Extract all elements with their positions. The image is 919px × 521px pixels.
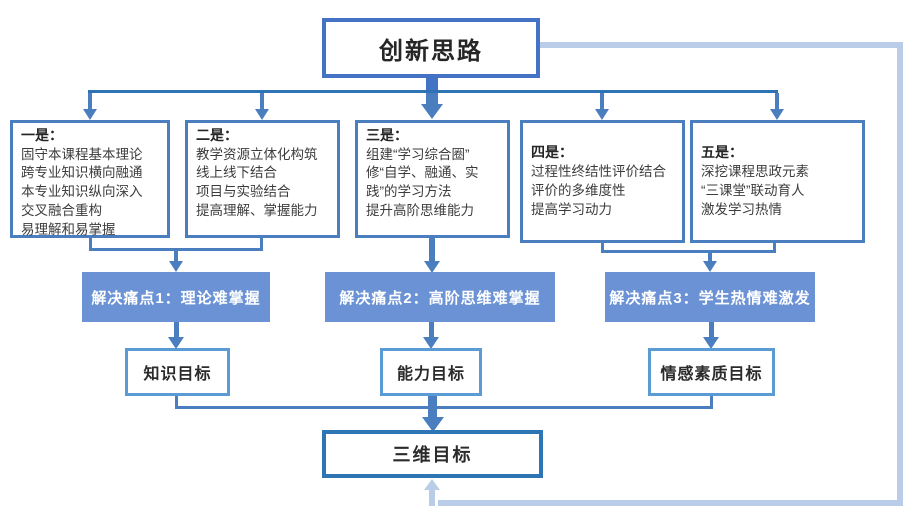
pain-point-box-2: 解决痛点2：高阶思维难掌握: [325, 272, 555, 322]
bracket-left-arrow-shaft: [174, 251, 178, 262]
pain-point-2-text: 解决痛点2：高阶思维难掌握: [339, 289, 541, 307]
strategy-5-line: 激发学习热情: [701, 201, 782, 217]
bracket-right-vert-2: [773, 242, 776, 253]
feedback-arrowhead-up: [424, 479, 440, 490]
strategy-3-title: 三是：: [366, 127, 408, 143]
pain-to-goal-arrowhead-3: [703, 337, 719, 349]
strategy-1-line: 易理解和易掌握: [21, 222, 116, 238]
bracket-right-arrowhead: [703, 261, 717, 272]
pain-to-goal-arrow-1-shaft: [174, 322, 179, 338]
branch-arrow-3-head: [421, 104, 443, 119]
strategy-4-line: 评价的多维度性: [531, 182, 626, 198]
feedback-line-top: [540, 42, 903, 48]
strategy-1-line: 固守本课程基本理论: [21, 146, 143, 162]
bracket-left-vert-1: [89, 237, 92, 251]
middle-arrow-shaft: [429, 238, 435, 262]
strategy-1-line: 本专业知识纵向深入: [21, 184, 143, 200]
title-text: 创新思路: [379, 37, 483, 65]
feedback-line-bottom: [438, 500, 903, 506]
title-box: 创新思路: [322, 18, 540, 78]
pain-to-goal-arrowhead-1: [168, 337, 184, 349]
strategy-1-line: 跨专业知识横向融通: [21, 165, 143, 181]
goal-elbow-right-vert: [710, 396, 713, 409]
goal-box-ability: 能力目标: [380, 348, 482, 396]
pain-point-3-text: 解决痛点3：学生热情难激发: [609, 289, 811, 307]
bracket-left-arrowhead: [169, 261, 183, 272]
strategy-2-line: 教学资源立体化构筑: [196, 146, 318, 162]
branch-arrow-5-head: [770, 109, 784, 120]
strategy-4-title: 四是：: [531, 144, 573, 161]
strategy-5-line: “三课堂”联动育人: [701, 182, 805, 198]
pain-point-1-text: 解决痛点1：理论难掌握: [91, 289, 261, 307]
goal-ability-text: 能力目标: [396, 366, 465, 383]
goal-elbow-left-vert: [175, 396, 178, 409]
strategy-2-line: 线上线下结合: [196, 165, 277, 181]
strategy-3-line: 提升高阶思维能力: [366, 203, 474, 219]
strategy-3-line: 组建“学习综合圈”: [366, 146, 470, 162]
middle-arrowhead: [424, 261, 440, 273]
pain-point-box-1: 解决痛点1：理论难掌握: [82, 272, 270, 322]
branch-arrow-1-head: [83, 109, 97, 120]
bracket-left-horizontal: [89, 248, 263, 251]
pain-to-goal-arrowhead-2: [423, 337, 439, 349]
strategy-2-line: 项目与实验结合: [196, 184, 291, 200]
branch-arrow-4-shaft: [600, 93, 604, 110]
final-arrow-shaft: [428, 396, 437, 418]
goal-box-knowledge: 知识目标: [125, 348, 230, 396]
bracket-right-arrow-shaft: [708, 253, 712, 262]
strategy-3-line: 修“自学、融通、实践”的学习方法: [366, 165, 479, 200]
strategy-box-3: 三是： 组建“学习综合圈” 修“自学、融通、实践”的学习方法 提升高阶思维能力: [355, 120, 510, 238]
strategy-4-line: 提高学习动力: [531, 201, 612, 217]
strategy-box-4: 四是： 过程性终结性评价结合 评价的多维度性 提高学习动力: [520, 120, 685, 243]
strategy-box-5: 五是： 深挖课程思政元素 “三课堂”联动育人 激发学习热情: [690, 120, 865, 243]
branch-arrow-3-shaft: [426, 93, 438, 105]
feedback-arrow-shaft: [429, 489, 435, 506]
feedback-line-right: [897, 42, 903, 506]
branch-arrow-5-shaft: [775, 93, 779, 110]
final-goal-box: 三维目标: [322, 430, 543, 478]
goal-box-emotion: 情感素质目标: [648, 348, 775, 396]
branch-horizontal-line: [88, 90, 778, 93]
branch-arrow-1-shaft: [88, 93, 92, 110]
final-arrowhead: [422, 417, 444, 432]
branch-arrow-2-shaft: [260, 93, 264, 110]
strategy-1-line: 交叉融合重构: [21, 203, 102, 219]
strategy-box-2: 二是： 教学资源立体化构筑 线上线下结合 项目与实验结合 提高理解、掌握能力: [185, 120, 340, 238]
branch-arrow-4-head: [595, 109, 609, 120]
strategy-2-line: 提高理解、掌握能力: [196, 203, 318, 219]
branch-arrow-2-head: [255, 109, 269, 120]
pain-to-goal-arrow-3-shaft: [709, 322, 714, 338]
bracket-right-vert-1: [601, 242, 604, 253]
pain-point-box-3: 解决痛点3：学生热情难激发: [605, 272, 815, 322]
strategy-1-title: 一是：: [21, 127, 63, 143]
final-goal-text: 三维目标: [392, 445, 473, 465]
strategy-4-line: 过程性终结性评价结合: [531, 163, 666, 179]
strategy-2-title: 二是：: [196, 127, 238, 143]
strategy-5-line: 深挖课程思政元素: [701, 163, 809, 179]
bracket-left-vert-2: [260, 237, 263, 251]
strategy-box-1: 一是： 固守本课程基本理论 跨专业知识横向融通 本专业知识纵向深入 交叉融合重构…: [10, 120, 170, 238]
bracket-right-horizontal: [601, 250, 776, 253]
title-stub-line: [426, 77, 438, 92]
strategy-5-title: 五是：: [701, 144, 743, 161]
pain-to-goal-arrow-2-shaft: [429, 322, 434, 338]
goal-knowledge-text: 知识目标: [143, 366, 212, 383]
goal-emotion-text: 情感素质目标: [660, 366, 763, 383]
goal-elbow-horizontal: [175, 406, 713, 409]
